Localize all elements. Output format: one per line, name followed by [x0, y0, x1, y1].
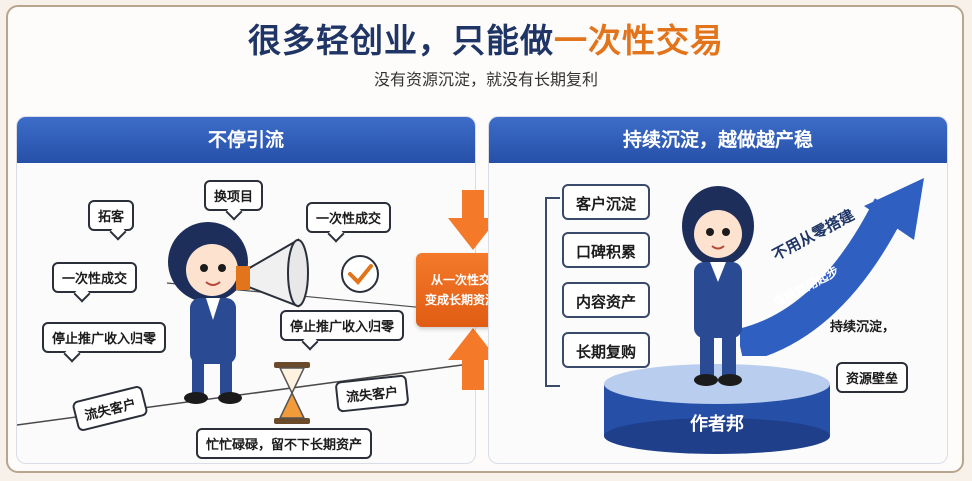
left-panel-heading: 不停引流	[17, 117, 475, 163]
right-tag-1: 持续沉淀，	[830, 320, 896, 335]
bubble-tingzhi-right: 停止推广收入归零	[280, 310, 405, 341]
step-repurchase: 长期复购	[562, 332, 650, 368]
check-badge-icon	[341, 255, 379, 293]
bubble-yicixing-top: 一次性成交	[306, 202, 392, 233]
rising-arrow-icon	[740, 178, 924, 356]
left-caption: 忙忙碌碌，留不下长期资产	[196, 428, 373, 459]
bubble-tuoke: 拓客	[88, 200, 135, 231]
page-title: 很多轻创业，只能做一次性交易	[0, 14, 972, 62]
page-subtitle: 没有资源沉淀，就没有长期复利	[373, 70, 598, 89]
bubble-yicixing-left: 一次性成交	[52, 262, 138, 293]
pedestal	[604, 364, 830, 454]
steps-bracket	[545, 197, 560, 387]
arrow-down-top	[448, 190, 498, 250]
bubble-tingzhi-left: 停止推广收入归零	[42, 322, 167, 353]
step-content: 内容资产	[562, 282, 650, 318]
title-main: 很多轻创业，只能做	[248, 21, 554, 60]
step-reputation: 口碑积累	[562, 232, 650, 268]
step-customer: 客户沉淀	[562, 184, 650, 220]
woman-standing-illustration	[682, 186, 754, 386]
right-tag-2: 资源壁垒	[836, 362, 909, 393]
bubble-huanxiangmu: 换项目	[204, 180, 264, 211]
title-highlight: 一次性交易	[554, 21, 724, 60]
right-panel-heading: 持续沉淀，越做越产稳	[489, 117, 947, 163]
arrow-up-bottom	[448, 328, 498, 390]
pedestal-label: 作者邦	[690, 414, 744, 435]
hourglass-icon	[274, 362, 310, 424]
woman-megaphone-illustration	[168, 222, 309, 404]
